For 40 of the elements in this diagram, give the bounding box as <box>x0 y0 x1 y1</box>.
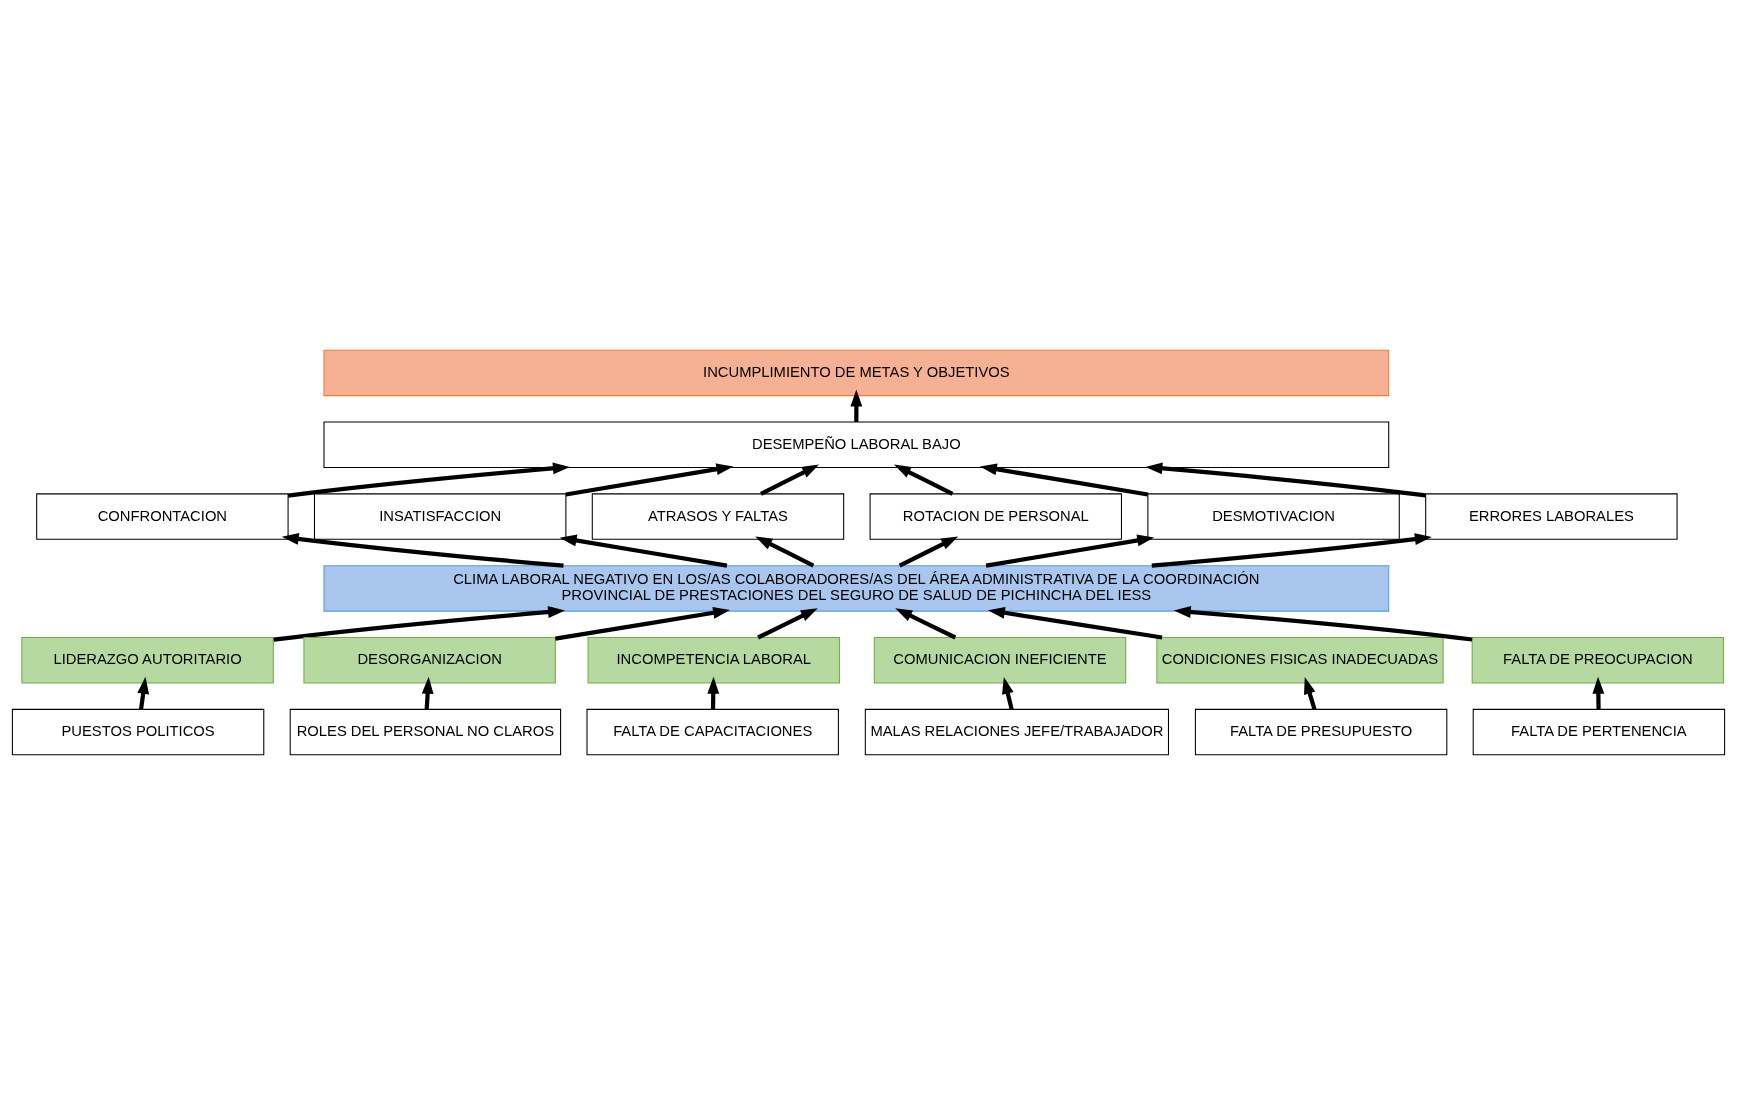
arrow <box>898 535 959 568</box>
arrow <box>1304 676 1317 710</box>
node-box: ROLES DEL PERSONAL NO CLAROS <box>289 708 562 755</box>
arrow <box>1173 605 1473 642</box>
node-box: CONDICIONES FISICAS INADECUADAS <box>1156 636 1444 683</box>
arrow <box>565 462 734 497</box>
node-box: COMUNICACION INEFICIENTE <box>873 636 1127 683</box>
node-box: CLIMA LABORAL NEGATIVO EN LOS/AS COLABORADORES/AS DEL ÁREA ADMINISTRATIVA DE LA COORDINACIÓN PROVINCIAL DE PRESTACIONES DEL SEGURO DE SALUD DE PICHINCHA DEL IESS <box>323 564 1390 612</box>
arrow <box>1002 676 1014 710</box>
arrow <box>757 607 818 639</box>
node-box: INCUMPLIMIENTO DE METAS Y OBJETIVOS <box>323 349 1390 396</box>
arrow <box>281 532 564 568</box>
arrow <box>979 462 1149 497</box>
node-box: ERRORES LABORALES <box>1425 492 1678 540</box>
node-box: FALTA DE PERTENENCIA <box>1472 708 1726 755</box>
node-box: PUESTOS POLITICOS <box>11 708 265 755</box>
node-box: FALTA DE CAPACITACIONES <box>586 708 839 755</box>
arrow <box>555 606 731 641</box>
node-box: INSATISFACCION <box>313 492 567 540</box>
node-box: DESMOTIVACION <box>1147 492 1400 540</box>
node-box: DESORGANIZACION <box>303 636 556 683</box>
node-box: ATRASOS Y FALTAS <box>591 492 845 540</box>
node-box: FALTA DE PREOCUPACION <box>1471 636 1725 683</box>
arrow <box>895 607 957 639</box>
node-box: CONFRONTACION <box>36 492 289 540</box>
arrow <box>893 464 954 496</box>
arrow <box>755 535 815 568</box>
arrow <box>273 605 566 642</box>
arrow <box>760 464 820 496</box>
arrow <box>1151 532 1432 568</box>
node-box: LIDERAZGO AUTORITARIO <box>21 636 274 683</box>
node-box: ROTACION DE PERSONAL <box>869 492 1122 540</box>
arrow <box>1592 676 1605 709</box>
arrow <box>287 461 570 498</box>
node-box: FALTA DE PRESUPUESTO <box>1194 708 1448 755</box>
node-box: INCOMPETENCIA LABORAL <box>587 636 840 683</box>
arrow <box>1145 461 1426 498</box>
arrow <box>987 606 1163 640</box>
node-box: MALAS RELACIONES JEFE/TRABAJADOR <box>864 708 1169 755</box>
node-box: DESEMPEÑO LABORAL BAJO <box>323 421 1390 468</box>
